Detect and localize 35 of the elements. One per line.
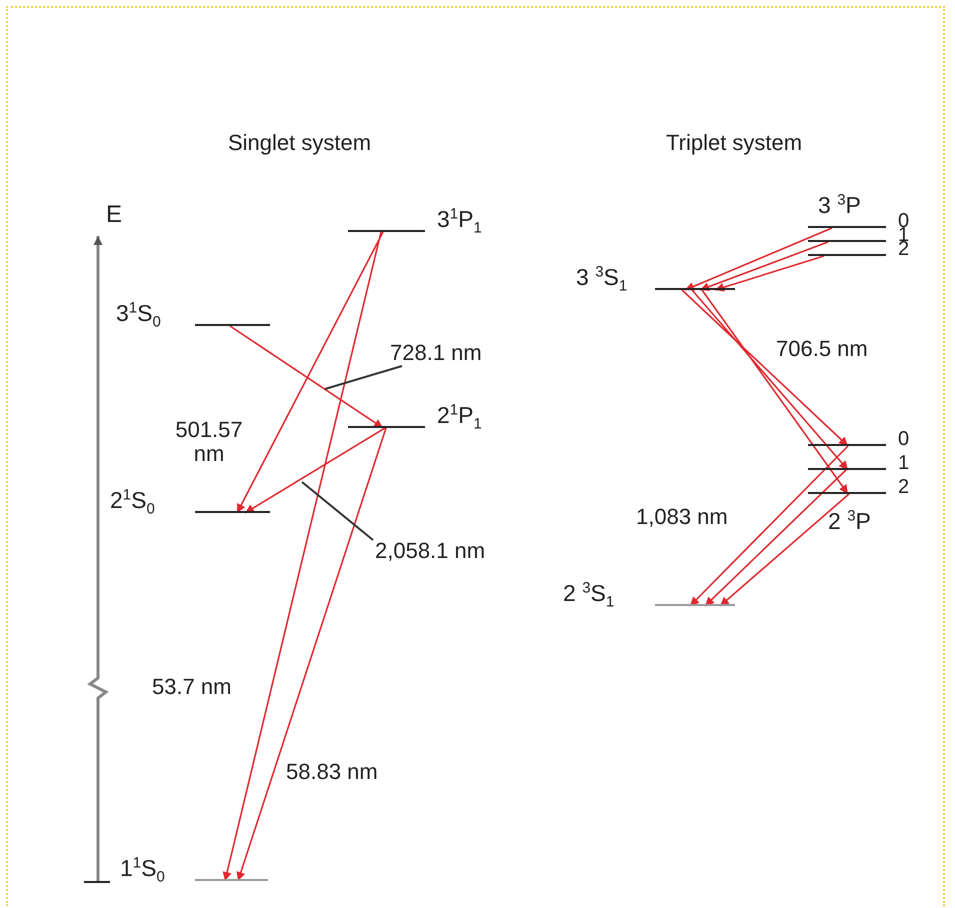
- transition-arrow: [230, 325, 384, 429]
- transition-arrow: [714, 255, 824, 292]
- sublevel-number: 2: [898, 478, 910, 496]
- level-label: 2$^{1}$S$_{0}$: [110, 487, 155, 513]
- transition-arrow: [244, 427, 386, 514]
- wavelength-label: 1,083 nm: [636, 504, 728, 530]
- level-label: 3$^{1}$S$_{0}$: [116, 300, 161, 326]
- transition-arrow: [689, 445, 849, 607]
- level-label: 2$^{1}$P$_{1}$: [437, 402, 482, 428]
- wavelength-label: 728.1 nm: [390, 340, 482, 366]
- sublevel-number: 0: [898, 430, 910, 448]
- leader-line: [324, 365, 402, 390]
- sublevel-number: 1: [898, 454, 910, 472]
- transition-arrow: [701, 290, 849, 494]
- transition-arrow: [704, 469, 847, 607]
- level-label: 2 $^{3}$P: [828, 508, 871, 534]
- axis-label: E: [106, 202, 122, 228]
- transition-arrow: [236, 428, 387, 882]
- section-title: Singlet system: [228, 130, 372, 156]
- transition-arrow: [700, 241, 828, 292]
- wavelength-label: 2,058.1 nm: [375, 538, 487, 564]
- level-label: 3$^{1}$P$_{1}$: [437, 206, 482, 232]
- leader-line: [301, 481, 374, 541]
- wavelength-label: 706.5 nm: [776, 336, 868, 362]
- transition-arrow: [222, 232, 382, 882]
- section-title: Triplet system: [666, 130, 802, 156]
- transition-arrow: [691, 289, 849, 471]
- level-label: 1$^{1}$S$_{0}$: [120, 855, 165, 881]
- transition-arrow: [719, 493, 850, 607]
- transition-arrow: [681, 289, 849, 447]
- level-label: 3 $^{3}$P: [818, 192, 861, 218]
- level-label: 3 $^{3}$S$_{1}$: [576, 264, 628, 290]
- transition-arrow: [684, 227, 832, 291]
- level-label: 2 $^{3}$S$_{1}$: [563, 580, 614, 606]
- transition-arrow: [236, 232, 384, 514]
